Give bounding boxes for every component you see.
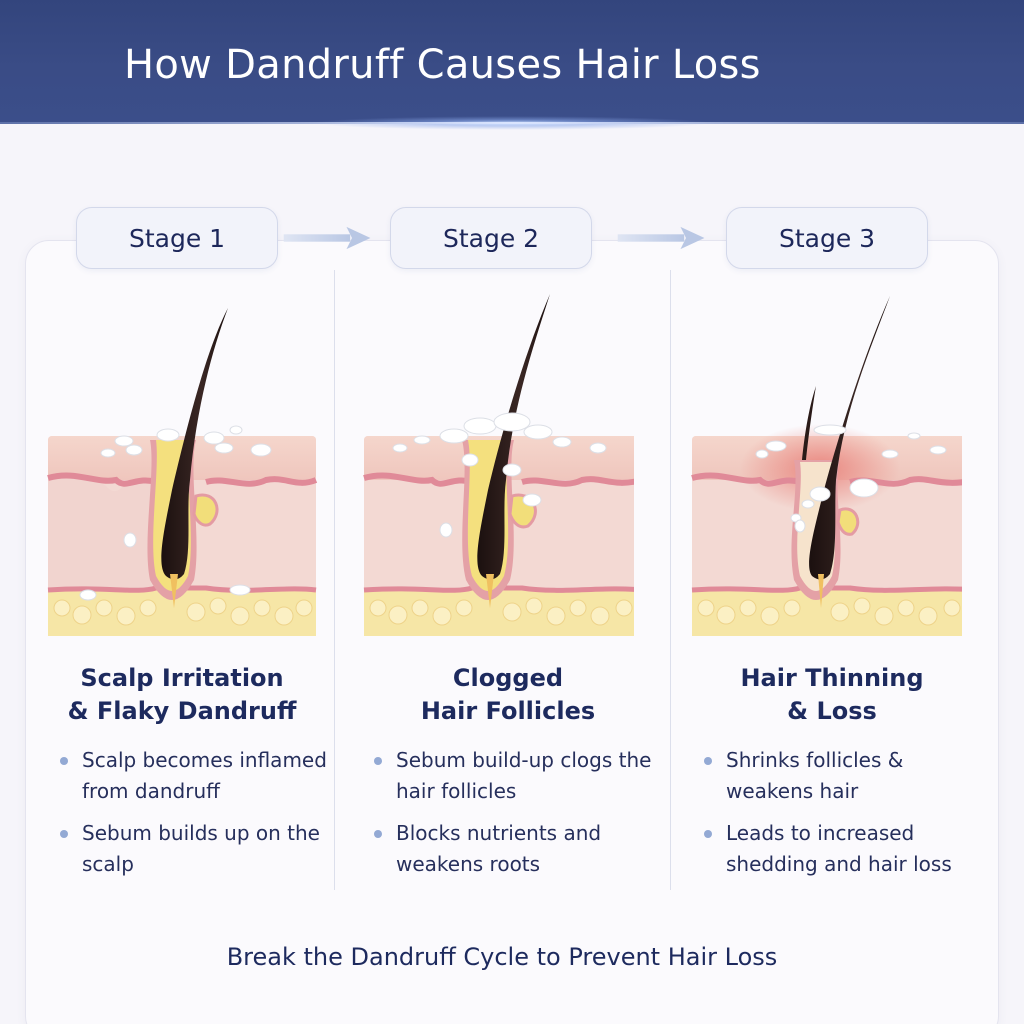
bullet-text: Scalp becomes inflamed from dandruff [82,748,327,803]
list-item: Scalp becomes inflamed from dandruff [58,745,348,807]
stage-2-label: Stage 2 [390,207,592,269]
skin-cross-section-inflamed-thinning-illustration [691,296,962,636]
bullet-text: Sebum builds up on the scalp [82,821,320,876]
list-item: Blocks nutrients and weakens roots [372,818,652,880]
stage-1-title: Scalp Irritation & Flaky Dandruff [22,662,342,728]
list-item: Sebum builds up on the scalp [58,818,348,880]
stage-2-title: Clogged Hair Follicles [348,662,668,728]
stage-3-title-line: & Loss [787,697,877,725]
skin-cross-section-flakes-illustration [47,308,318,636]
bullet-text: Sebum build-up clogs the hair follicles [396,748,652,803]
skin-cross-section-clogged-follicle-illustration [363,294,634,636]
stage-3-title: Hair Thinning & Loss [672,662,992,728]
stage-2-title-line: Hair Follicles [420,697,596,725]
bullet-dot-icon [60,830,68,838]
column-divider [670,270,671,890]
bullet-dot-icon [374,830,382,838]
stage-1-bullet-list: Scalp becomes inflamed from dandruff Seb… [58,745,348,891]
bullet-text: Shrinks follicles & weakens hair [726,748,904,803]
column-divider [334,270,335,890]
bullet-dot-icon [60,757,68,765]
header-banner: How Dandruff Causes Hair Loss [0,0,1024,130]
header-divider [0,122,1024,124]
bullet-dot-icon [374,757,382,765]
list-item: Leads to increased shedding and hair los… [702,818,987,880]
bullet-dot-icon [704,757,712,765]
bullet-text: Blocks nutrients and weakens roots [396,821,602,876]
page-title: How Dandruff Causes Hair Loss [124,42,761,88]
list-item: Sebum build-up clogs the hair follicles [372,745,652,807]
stage-1-title-line: Scalp Irritation [80,664,284,692]
list-item: Shrinks follicles & weakens hair [702,745,987,807]
stage-2-title-line: Clogged [452,664,564,692]
arrow-right-icon [283,226,371,250]
bullet-dot-icon [704,830,712,838]
stage-3-label: Stage 3 [726,207,928,269]
footer-tagline: Break the Dandruff Cycle to Prevent Hair… [226,943,778,971]
arrow-right-icon [617,226,705,250]
stage-1-title-line: & Flaky Dandruff [67,697,297,725]
stage-2-bullet-list: Sebum build-up clogs the hair follicles … [372,745,652,891]
stage-1-label: Stage 1 [76,207,278,269]
stage-3-title-line: Hair Thinning [740,664,924,692]
stage-3-bullet-list: Shrinks follicles & weakens hair Leads t… [702,745,987,891]
bullet-text: Leads to increased shedding and hair los… [726,821,952,876]
